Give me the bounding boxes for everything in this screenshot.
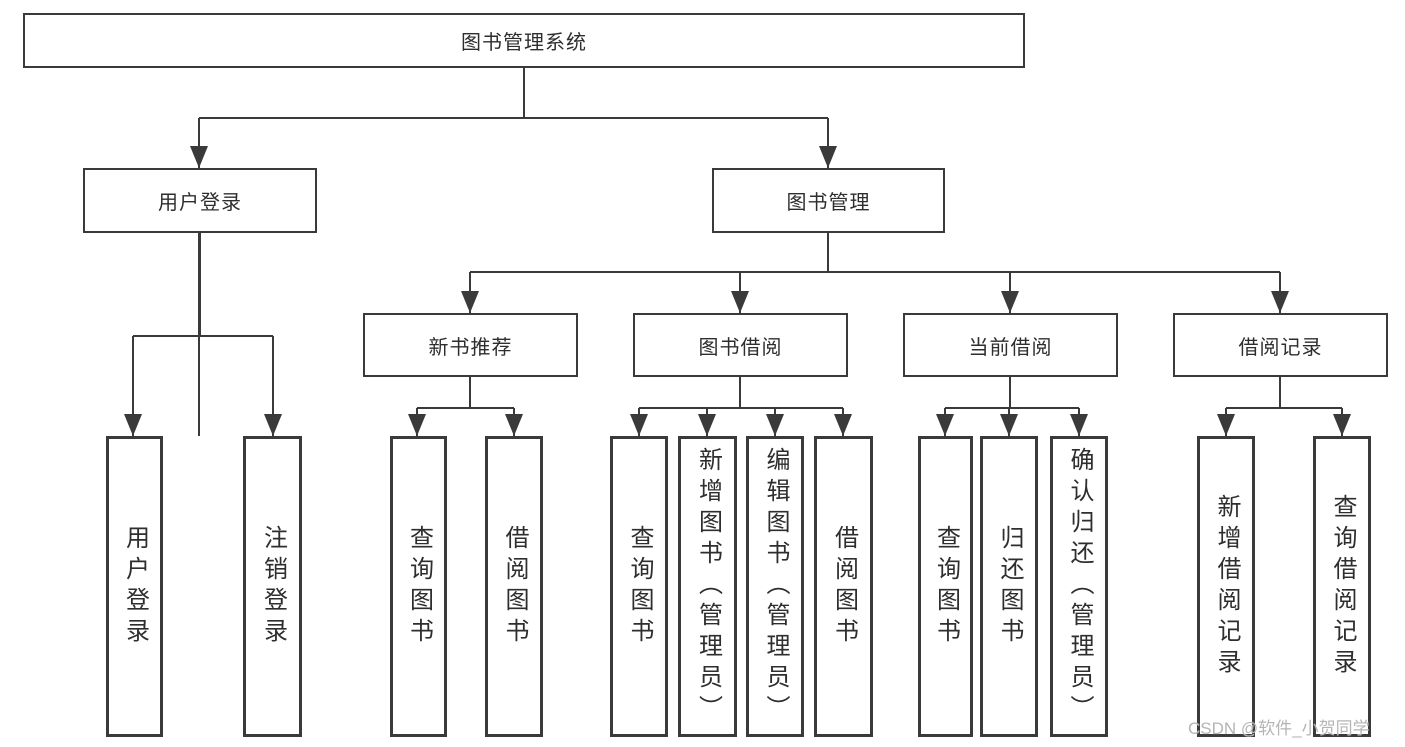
node-user-login-group-label: 用户登录 <box>158 192 242 214</box>
leaf-edit-book-admin-label: 编辑图书（管理员） <box>762 447 789 726</box>
leaf-user-login-label: 用户登录 <box>121 524 149 649</box>
leaf-logout: 注销登录 <box>243 436 302 737</box>
leaf-query-book-2: 查询图书 <box>610 436 668 737</box>
current-branch-connector <box>944 377 1080 436</box>
node-new-book-recommend: 新书推荐 <box>363 313 578 377</box>
leaf-borrow-book-2-label: 借阅图书 <box>830 524 858 649</box>
leaf-confirm-return-admin-label: 确认归还（管理员） <box>1066 447 1093 726</box>
management-branch-connector <box>469 233 1281 313</box>
leaf-add-borrow-record: 新增借阅记录 <box>1197 436 1255 737</box>
csdn-watermark: CSDN @软件_小贺同学 <box>1188 719 1370 738</box>
leaf-query-book-3-label: 查询图书 <box>932 524 960 649</box>
newbook-branch-connector <box>416 377 515 436</box>
leaf-query-borrow-record: 查询借阅记录 <box>1313 436 1371 737</box>
node-borrow-record-label: 借阅记录 <box>1238 336 1323 359</box>
node-user-login-group: 用户登录 <box>83 168 317 233</box>
node-borrow-record: 借阅记录 <box>1173 313 1388 377</box>
leaf-add-book-admin-label: 新增图书（管理员） <box>694 447 722 726</box>
node-current-borrow: 当前借阅 <box>903 313 1118 377</box>
leaf-return-book: 归还图书 <box>980 436 1038 737</box>
leaf-return-book-label: 归还图书 <box>996 524 1023 649</box>
node-current-borrow-label: 当前借阅 <box>968 336 1053 359</box>
root-to-level2-connector <box>198 68 829 436</box>
record-branch-connector <box>1225 377 1343 436</box>
leaf-confirm-return-admin: 确认归还（管理员） <box>1050 436 1108 737</box>
leaf-borrow-book-1-label: 借阅图书 <box>501 524 528 649</box>
leaf-logout-label: 注销登录 <box>259 524 287 649</box>
borrow-branch-connector <box>638 377 844 436</box>
node-root-system: 图书管理系统 <box>23 13 1025 68</box>
node-book-management-group-label: 图书管理 <box>786 192 871 214</box>
node-book-borrow: 图书借阅 <box>633 313 848 377</box>
leaf-borrow-book-2: 借阅图书 <box>814 436 873 737</box>
node-new-book-recommend-label: 新书推荐 <box>428 336 513 359</box>
leaf-add-book-admin: 新增图书（管理员） <box>678 436 737 737</box>
leaf-query-borrow-record-label: 查询借阅记录 <box>1329 493 1356 680</box>
leaf-borrow-book-1: 借阅图书 <box>485 436 543 737</box>
leaf-query-book-1-label: 查询图书 <box>405 524 433 649</box>
node-book-borrow-label: 图书借阅 <box>698 336 783 359</box>
login-branch-connector <box>132 233 274 436</box>
leaf-edit-book-admin: 编辑图书（管理员） <box>746 436 804 737</box>
leaf-query-book-3: 查询图书 <box>918 436 973 737</box>
node-book-management-group: 图书管理 <box>712 168 945 233</box>
leaf-query-book-2-label: 查询图书 <box>626 524 653 649</box>
leaf-user-login: 用户登录 <box>106 436 163 737</box>
node-root-label: 图书管理系统 <box>461 32 587 54</box>
leaf-query-book-1: 查询图书 <box>390 436 447 737</box>
leaf-add-borrow-record-label: 新增借阅记录 <box>1213 493 1240 680</box>
